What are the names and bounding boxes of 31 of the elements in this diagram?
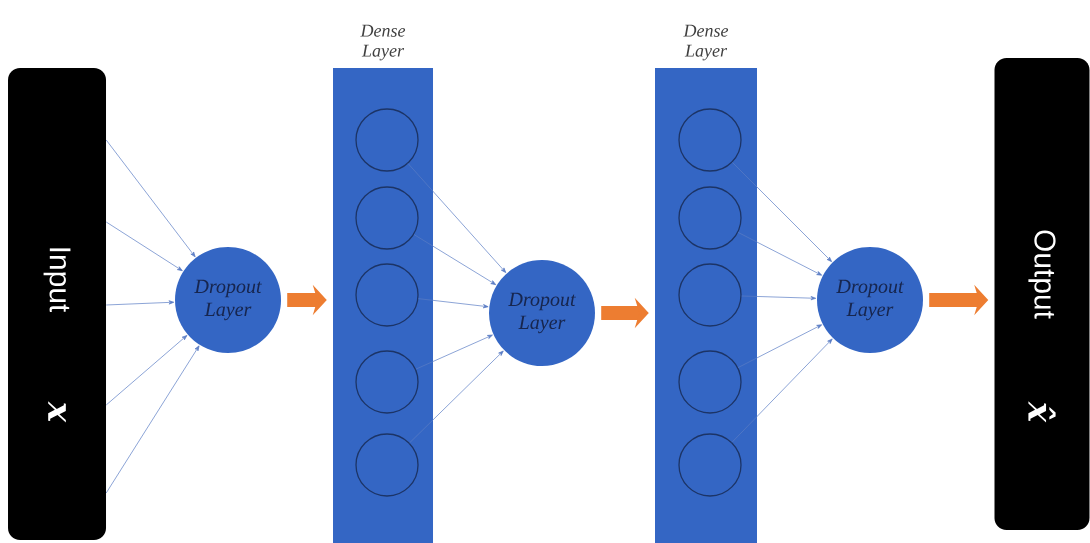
arrow: [105, 139, 196, 258]
arrow: [105, 345, 200, 494]
arrow: [418, 298, 489, 309]
node-label: Dense Layer: [360, 24, 406, 61]
arrow: [415, 334, 493, 370]
arrow: [105, 335, 188, 406]
output-bar: Output x̂: [994, 58, 1090, 530]
arrow: [737, 324, 823, 368]
input-bar: Input x: [8, 68, 106, 540]
neuron-circle: [678, 108, 742, 172]
arrow: [737, 232, 823, 276]
neuron-circle: [678, 263, 742, 327]
arrow: [741, 295, 817, 301]
arrow: [731, 338, 833, 443]
neuron-circle: [355, 350, 419, 414]
arrow: [732, 162, 832, 262]
arrow: [105, 221, 183, 272]
neuron-circle: [678, 350, 742, 414]
neuron-circle: [355, 108, 419, 172]
neuron-circle: [678, 433, 742, 497]
arrow: [409, 350, 504, 444]
node-label: Dense Layer: [683, 24, 729, 61]
dense-layer-bar: Dense Layer: [655, 24, 757, 543]
arrow: [413, 234, 497, 285]
arrow: [105, 300, 175, 306]
neuron-circle: [355, 263, 419, 327]
dense-layer-bar: Dense Layer: [333, 24, 433, 543]
neuron-circle: [678, 186, 742, 250]
neuron-circle: [355, 186, 419, 250]
neuron-circle: [355, 433, 419, 497]
arrow: [407, 163, 507, 273]
